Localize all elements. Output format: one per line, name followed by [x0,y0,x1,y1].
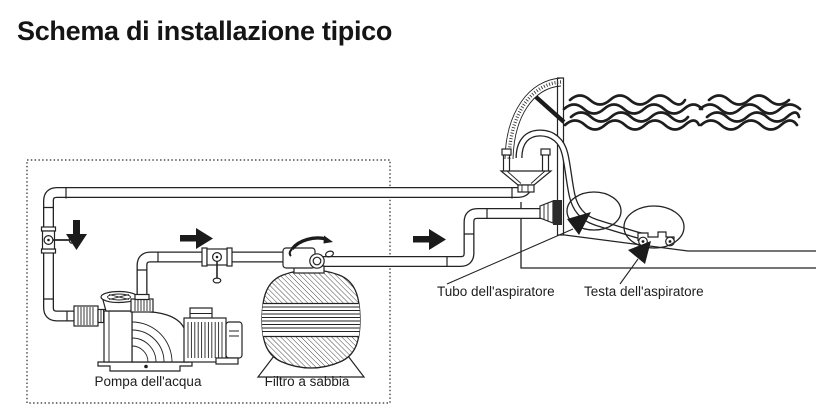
vacuum-head [637,231,675,247]
flow-arrow-down [66,220,87,250]
valve-handle-lever [290,236,327,251]
page-title: Schema di installazione tipico [17,16,392,46]
skimmer-dome [504,77,562,160]
skimmer [499,148,553,193]
return-wall-fitting [539,200,562,225]
pump-volute [131,311,189,363]
pointer-arrow-head [628,241,651,264]
pump-label: Pompa dell'acqua [95,374,202,389]
return-pipe [322,208,542,267]
head-leader-line [619,258,639,285]
sand-filter [256,235,366,378]
callouts [446,212,651,285]
vacuum-hose [515,129,649,240]
vacuum-tube-label: Tubo dell'aspiratore [437,284,555,299]
equipment-dashed-box [26,159,391,404]
head-callout-circle [623,205,685,249]
flow-arrow-right-2 [413,229,446,250]
suction-valve [40,226,75,254]
hose-callout-circle [566,191,622,231]
pipe-fitting-ticks [43,187,513,322]
sand-filter-label: Filtro a sabbia [265,374,350,389]
flow-arrow-right-1 [180,228,213,249]
pressure-gauge [309,253,325,269]
pointer-arrow-tube [567,212,591,235]
pump-strainer-pot [103,310,133,363]
water-pump [73,290,243,372]
return-jet [553,200,562,225]
motor-end-cap [225,321,243,359]
water-waves [562,94,802,131]
pump-to-filter-pipe [136,251,288,306]
filter-inlet-valve [201,247,233,284]
tube-leader-line [446,228,574,285]
skimmer-pole [534,95,566,124]
flow-arrows [66,220,446,250]
vacuum-head-label: Testa dell'aspiratore [584,284,704,299]
